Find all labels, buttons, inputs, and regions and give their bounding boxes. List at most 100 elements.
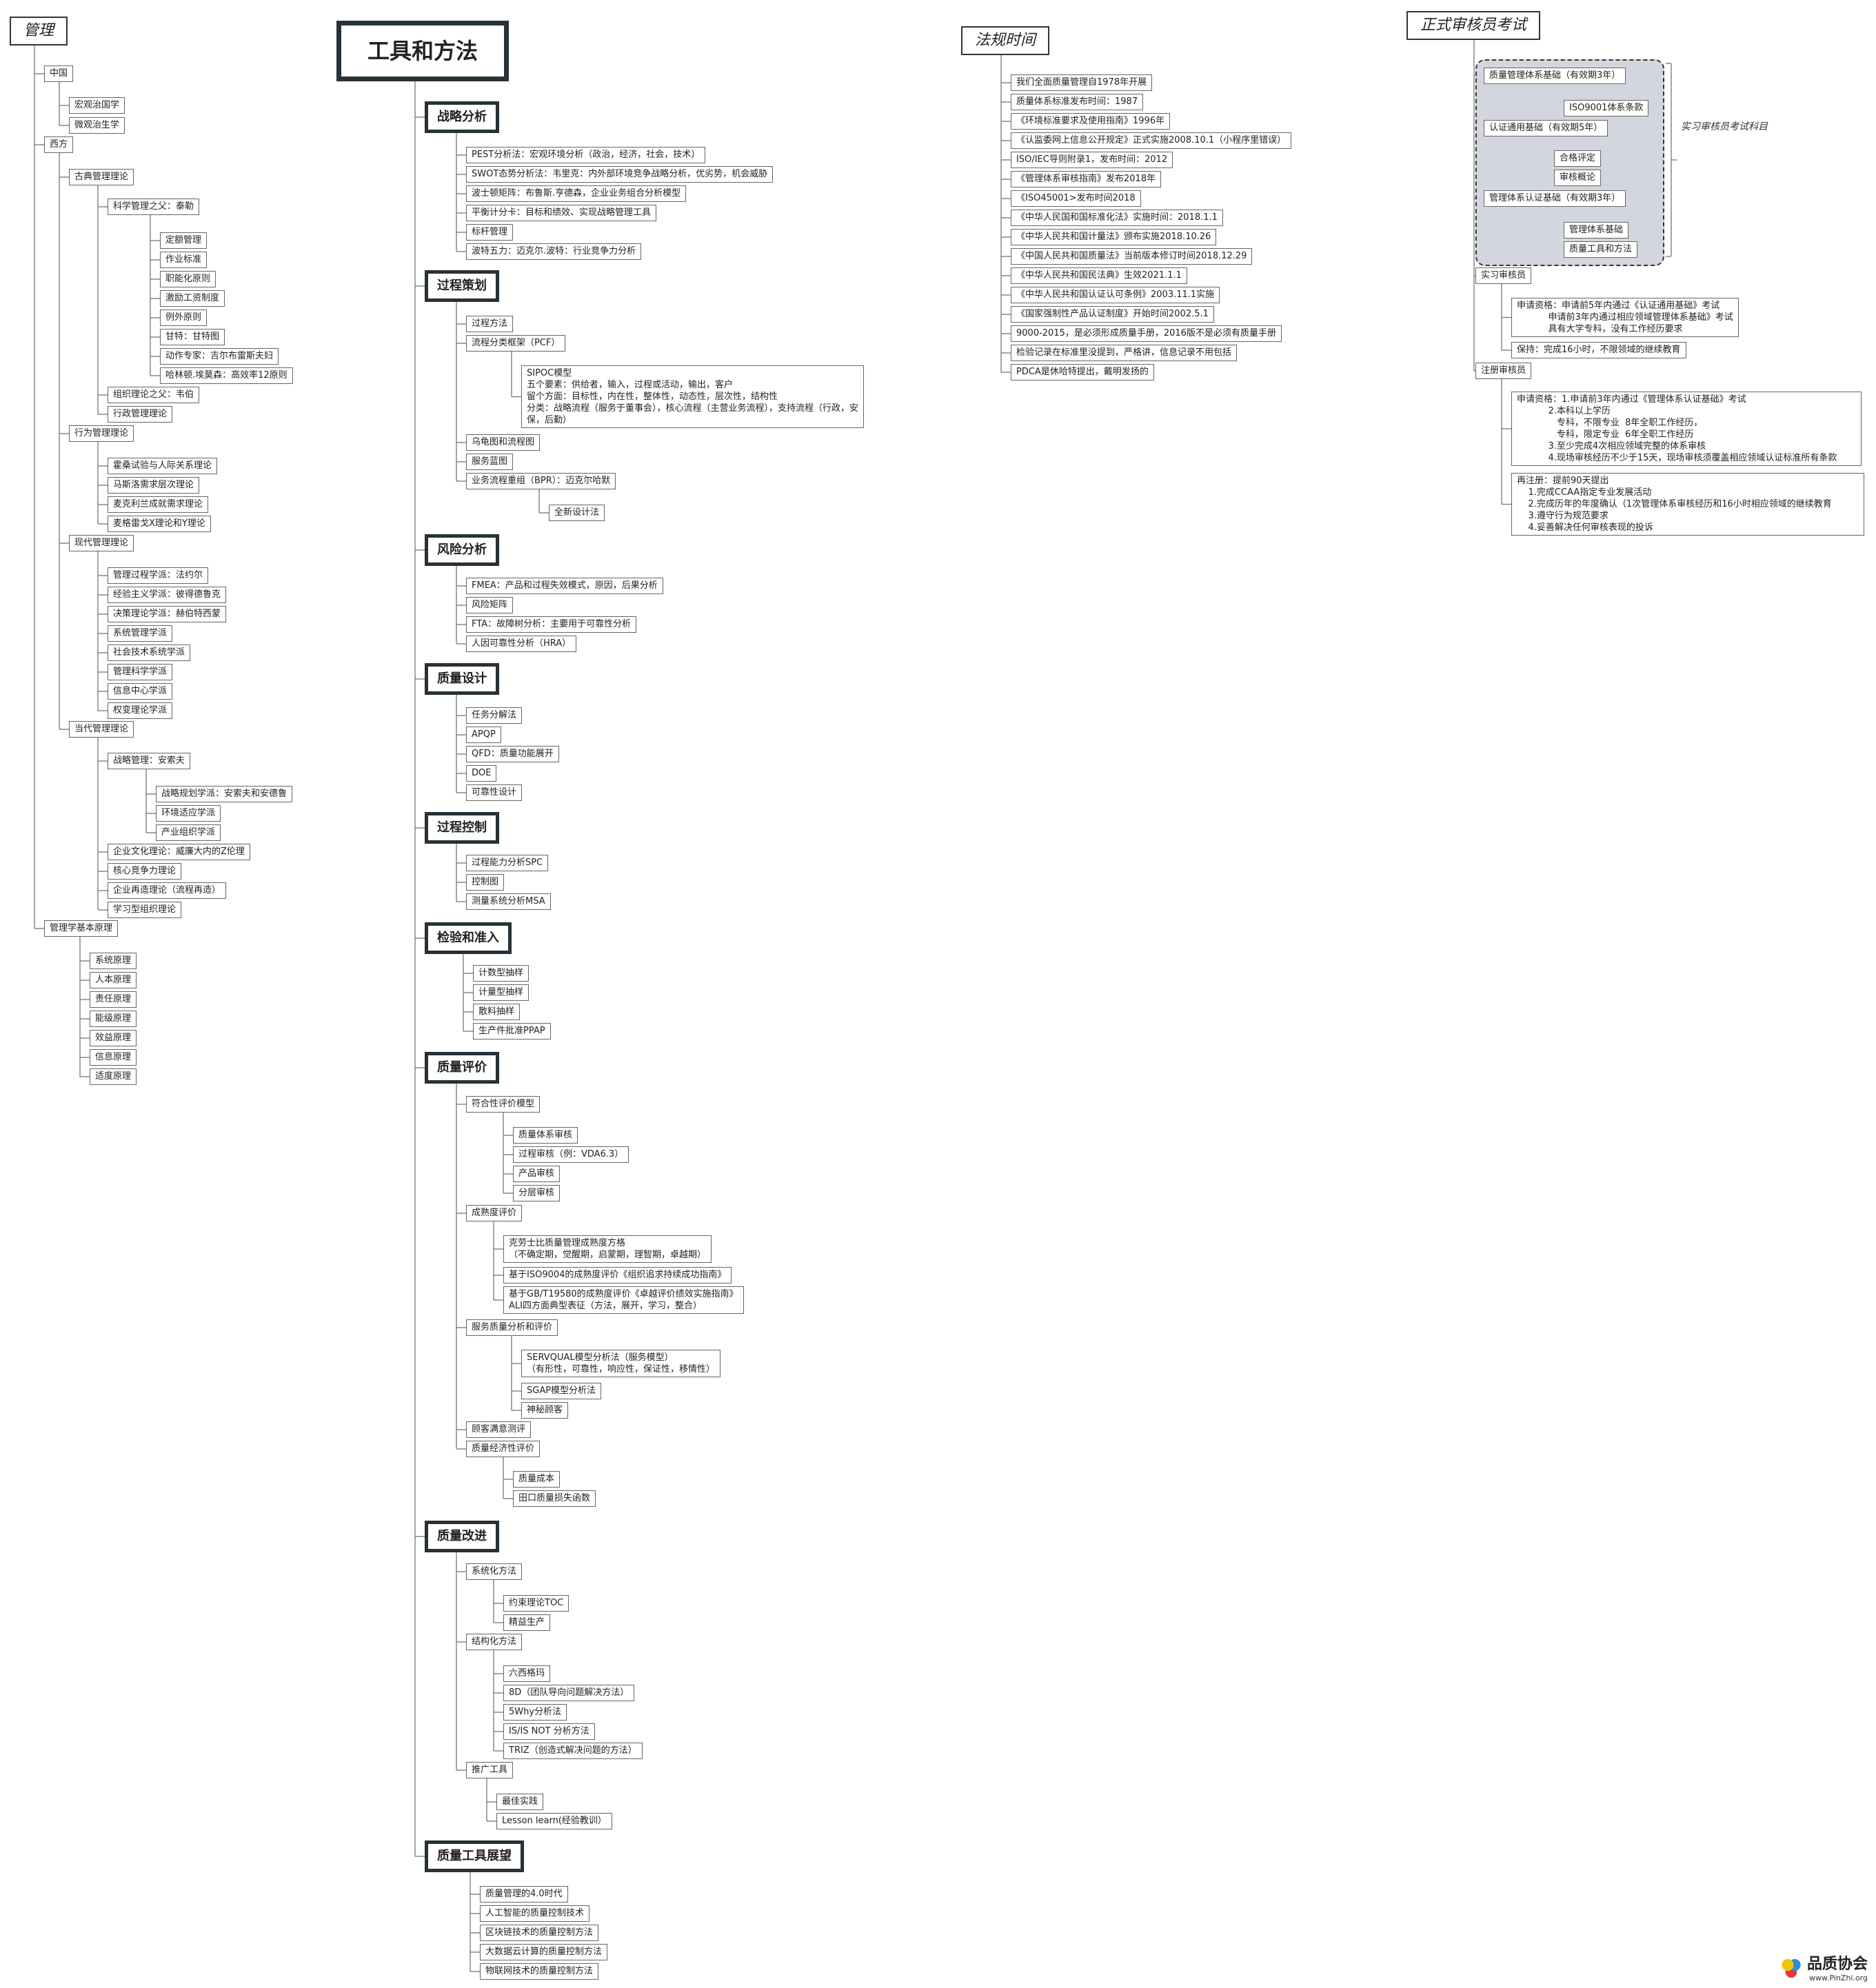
mindmap-node-kx2[interactable]: 作业标准 bbox=[160, 252, 208, 268]
mindmap-node-jb5[interactable]: 效益原理 bbox=[90, 1030, 137, 1046]
mindmap-node-h1b[interactable]: SWOT态势分析法：韦里克：内外部环境竞争战略分析，优劣势，机会威胁 bbox=[466, 166, 774, 183]
mindmap-node-kx5[interactable]: 例外原则 bbox=[160, 310, 208, 326]
mindmap-node-h9d[interactable]: 大数据云计算的质量控制方法 bbox=[480, 1944, 608, 1960]
mindmap-node-h2c[interactable]: 乌龟图和流程图 bbox=[466, 434, 541, 451]
mindmap-node-h4b[interactable]: APQP bbox=[466, 727, 501, 743]
mindmap-node-dd2[interactable]: 企业文化理论：威廉大内的Z伦理 bbox=[108, 844, 250, 860]
mindmap-node-f15[interactable]: 检验记录在标准里没提到，严格讲，信息记录不用包括 bbox=[1011, 345, 1238, 361]
mindmap-node-zl1[interactable]: 战略规划学派：安索夫和安德鲁 bbox=[156, 786, 293, 802]
mindmap-node-xw2[interactable]: 马斯洛需求层次理论 bbox=[108, 477, 200, 494]
mindmap-node-zl3[interactable]: 产业组织学派 bbox=[156, 824, 221, 841]
mindmap-node-h7e[interactable]: 质量经济性评价 bbox=[466, 1441, 541, 1457]
mindmap-node-f1[interactable]: 我们全面质量管理自1978年开展 bbox=[1011, 74, 1153, 91]
mindmap-node-kx3[interactable]: 职能化原则 bbox=[160, 271, 216, 287]
mindmap-node-h8b3[interactable]: 5Why分析法 bbox=[503, 1704, 567, 1721]
mindmap-node-h8b2[interactable]: 8D（团队导向问题解决方法） bbox=[503, 1685, 635, 1701]
mindmap-node-k1[interactable]: 质量管理体系基础（有效期3年） bbox=[1484, 68, 1626, 84]
mindmap-node-h7a3[interactable]: 产品审核 bbox=[513, 1166, 561, 1182]
mindmap-node-h7a2[interactable]: 过程审核（例：VDA6.3） bbox=[513, 1146, 629, 1163]
mindmap-node-h7d[interactable]: 顾客满意测评 bbox=[466, 1421, 532, 1438]
mindmap-node-h2d[interactable]: 服务蓝图 bbox=[466, 454, 514, 470]
mindmap-node-h3[interactable]: 风险分析 bbox=[425, 534, 499, 566]
mindmap-node-h3b[interactable]: 风险矩阵 bbox=[466, 597, 514, 613]
mindmap-node-h9c[interactable]: 区块链技术的质量控制方法 bbox=[480, 1925, 599, 1941]
mindmap-node-h1[interactable]: 战略分析 bbox=[425, 101, 499, 133]
mindmap-node-kx6[interactable]: 甘特：甘特图 bbox=[160, 329, 225, 345]
mindmap-node-h6c[interactable]: 散料抽样 bbox=[473, 1004, 521, 1020]
mindmap-node-h5c[interactable]: 测量系统分析MSA bbox=[466, 893, 551, 910]
mindmap-node-k5[interactable]: 注册审核员 bbox=[1475, 363, 1532, 379]
mindmap-node-k4[interactable]: 实习审核员 bbox=[1475, 267, 1532, 284]
mindmap-node-kx[interactable]: 科学管理之父：泰勒 bbox=[108, 199, 200, 215]
mindmap-node-r1[interactable]: 管理 bbox=[10, 17, 68, 45]
mindmap-node-h6[interactable]: 检验和准入 bbox=[425, 922, 512, 954]
mindmap-node-h8b[interactable]: 结构化方法 bbox=[466, 1634, 523, 1650]
mindmap-node-h7b2[interactable]: 基于ISO9004的成熟度评价《组织追求持续成功指南》 bbox=[503, 1267, 732, 1284]
mindmap-node-r2[interactable]: 工具和方法 bbox=[336, 21, 510, 81]
mindmap-node-h3a[interactable]: FMEA：产品和过程失效模式，原因，后果分析 bbox=[466, 578, 663, 594]
mindmap-node-h2b[interactable]: 流程分类框架（PCF） bbox=[466, 335, 566, 352]
mindmap-node-h4d[interactable]: DOE bbox=[466, 765, 497, 782]
mindmap-node-k2[interactable]: 认证通用基础（有效期5年） bbox=[1484, 120, 1608, 136]
mindmap-node-dd[interactable]: 当代管理理论 bbox=[69, 721, 134, 738]
mindmap-node-jb2[interactable]: 人本原理 bbox=[90, 972, 137, 988]
mindmap-node-h7b3[interactable]: 基于GB/T19580的成熟度评价《卓越评价绩效实施指南》 ALI四方面典型表征… bbox=[503, 1286, 744, 1314]
mindmap-node-f8[interactable]: 《中华人民国和国标准化法》实施时间：2018.1.1 bbox=[1011, 210, 1223, 226]
mindmap-node-h8c[interactable]: 推广工具 bbox=[466, 1762, 514, 1778]
mindmap-node-k1a[interactable]: ISO9001体系条款 bbox=[1564, 100, 1649, 116]
mindmap-node-jb4[interactable]: 能级原理 bbox=[90, 1011, 137, 1027]
mindmap-node-kx7[interactable]: 动作专家：吉尔布雷斯夫妇 bbox=[160, 348, 279, 365]
mindmap-node-xd4[interactable]: 系统管理学派 bbox=[108, 625, 173, 642]
mindmap-node-h8[interactable]: 质量改进 bbox=[425, 1521, 499, 1552]
mindmap-node-cn1[interactable]: 宏观治国学 bbox=[69, 97, 125, 114]
mindmap-node-f2[interactable]: 质量体系标准发布时间：1987 bbox=[1011, 94, 1144, 110]
mindmap-node-k3[interactable]: 管理体系认证基础（有效期3年） bbox=[1484, 190, 1626, 207]
mindmap-node-h8b1[interactable]: 六西格玛 bbox=[503, 1665, 551, 1682]
mindmap-node-xd2[interactable]: 经验主义学派：彼得德鲁克 bbox=[108, 587, 227, 603]
mindmap-node-h6b[interactable]: 计量型抽样 bbox=[473, 984, 529, 1001]
mindmap-node-h9a[interactable]: 质量管理的4.0时代 bbox=[480, 1886, 568, 1903]
mindmap-node-k2a[interactable]: 合格评定 bbox=[1554, 150, 1602, 167]
mindmap-node-kx8[interactable]: 哈林顿.埃莫森：高效率12原则 bbox=[160, 367, 293, 384]
mindmap-node-r3[interactable]: 法规时间 bbox=[961, 26, 1050, 55]
mindmap-node-h7c3[interactable]: 神秘顾客 bbox=[521, 1402, 569, 1419]
mindmap-node-h3c[interactable]: FTA：故障树分析：主要用于可靠性分析 bbox=[466, 616, 637, 633]
mindmap-node-f3[interactable]: 《环境标准要求及使用指南》1996年 bbox=[1011, 113, 1171, 130]
mindmap-node-jb1[interactable]: 系统原理 bbox=[90, 953, 137, 969]
mindmap-node-h1f[interactable]: 波特五力：迈克尔.波特：行业竞争力分析 bbox=[466, 243, 642, 260]
mindmap-node-h7e1[interactable]: 质量成本 bbox=[513, 1471, 561, 1488]
mindmap-node-h1a[interactable]: PEST分析法：宏观环境分析（政治，经济，社会，技术） bbox=[466, 147, 706, 163]
mindmap-node-h5a[interactable]: 过程能力分析SPC bbox=[466, 855, 549, 871]
mindmap-node-xw[interactable]: 行为管理理论 bbox=[69, 425, 134, 442]
mindmap-node-kx1[interactable]: 定额管理 bbox=[160, 232, 208, 249]
mindmap-node-h8a1[interactable]: 约束理论TOC bbox=[503, 1595, 569, 1612]
mindmap-node-gd2[interactable]: 组织理论之父：韦伯 bbox=[108, 387, 200, 403]
mindmap-node-xd3[interactable]: 决策理论学派：赫伯特西蒙 bbox=[108, 606, 227, 622]
mindmap-node-h2b1[interactable]: SIPOC模型 五个要素：供给者，输入，过程或活动，输出，客户 留个方面：目标性… bbox=[521, 365, 865, 428]
mindmap-node-gd[interactable]: 古典管理理论 bbox=[69, 169, 134, 185]
mindmap-node-h7[interactable]: 质量评价 bbox=[425, 1052, 499, 1084]
mindmap-node-k3a[interactable]: 管理体系基础 bbox=[1564, 222, 1629, 239]
mindmap-node-k4b[interactable]: 保持：完成16小时，不限领域的继续教育 bbox=[1511, 342, 1686, 358]
mindmap-node-k5a[interactable]: 申请资格：1.申请前3年内通过《管理体系认证基础》考试 2.本科以上学历 专科，… bbox=[1511, 392, 1862, 466]
mindmap-node-f13[interactable]: 《国家强制性产品认证制度》开始时间2002.5.1 bbox=[1011, 306, 1214, 323]
mindmap-node-xd[interactable]: 现代管理理论 bbox=[69, 535, 134, 551]
mindmap-node-f9[interactable]: 《中华人民共和国计量法》颁布实施2018.10.26 bbox=[1011, 229, 1217, 245]
mindmap-node-k2b[interactable]: 审核概论 bbox=[1554, 170, 1602, 186]
mindmap-node-h2e[interactable]: 业务流程重组（BPR）：迈克尔哈默 bbox=[466, 473, 616, 489]
mindmap-node-h9b[interactable]: 人工智能的质量控制技术 bbox=[480, 1905, 590, 1922]
mindmap-node-f7[interactable]: 《ISO45001>发布时间2018 bbox=[1011, 190, 1141, 207]
mindmap-node-zl[interactable]: 战略管理：安索夫 bbox=[108, 753, 191, 769]
mindmap-node-h7e2[interactable]: 田口质量损失函数 bbox=[513, 1490, 596, 1507]
mindmap-node-xw1[interactable]: 霍桑试验与人际关系理论 bbox=[108, 458, 218, 474]
mindmap-node-jb3[interactable]: 责任原理 bbox=[90, 991, 137, 1008]
mindmap-node-h4c[interactable]: QFD：质量功能展开 bbox=[466, 746, 559, 762]
mindmap-node-k4a[interactable]: 申请资格：申请前5年内通过《认证通用基础》考试 申请前3年内通过相应领域管理体系… bbox=[1511, 298, 1739, 337]
mindmap-node-h2e1[interactable]: 全新设计法 bbox=[549, 505, 605, 521]
mindmap-node-h8a2[interactable]: 精益生产 bbox=[503, 1614, 551, 1631]
mindmap-node-f14[interactable]: 9000-2015，是必须形成质量手册，2016版不是必须有质量手册 bbox=[1011, 325, 1282, 342]
mindmap-node-r4[interactable]: 正式审核员考试 bbox=[1406, 11, 1541, 40]
mindmap-node-dd4[interactable]: 企业再造理论（流程再造） bbox=[108, 882, 227, 899]
mindmap-node-h1e[interactable]: 标杆管理 bbox=[466, 224, 514, 241]
mindmap-node-xw4[interactable]: 麦格雷戈X理论和Y理论 bbox=[108, 516, 211, 532]
